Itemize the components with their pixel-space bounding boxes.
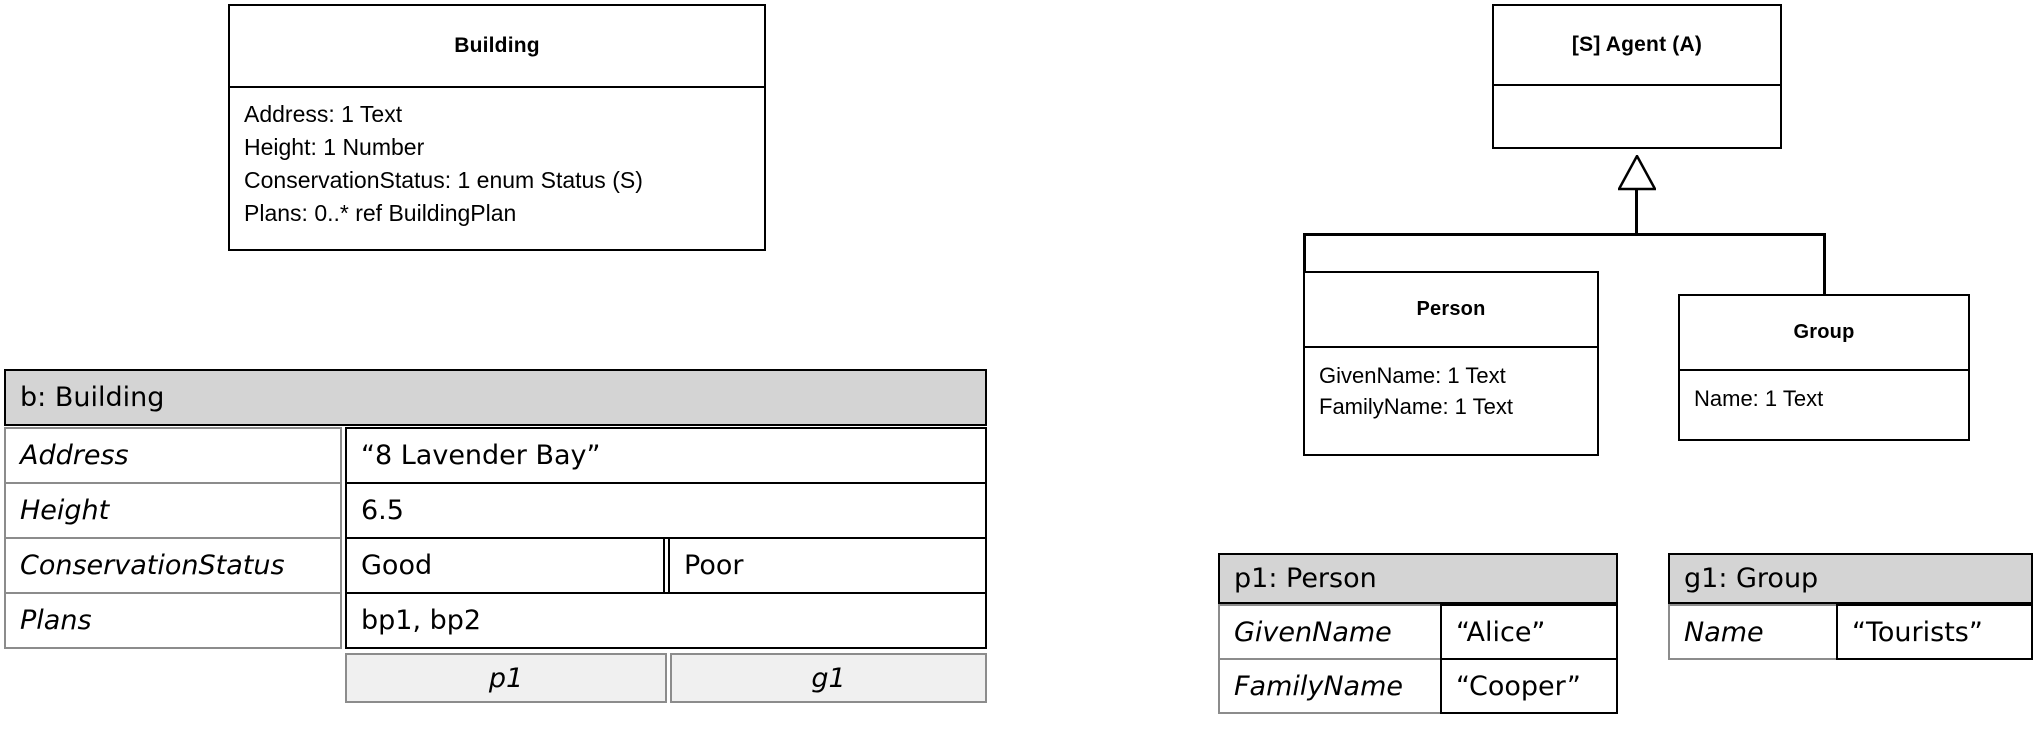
class-name-group: Group [1793,321,1855,343]
attribute-line: Plans: 0..* ref BuildingPlan [244,200,517,226]
object-key-givenname: GivenName [1218,604,1442,660]
class-box-agent[interactable]: [S] Agent (A) [1492,4,1782,149]
generalization-triangle-icon [1616,153,1658,191]
object-table-building[interactable]: b: Building Address “8 Lavender Bay” Hei… [4,369,987,703]
class-name-person: Person [1416,298,1486,320]
class-box-building[interactable]: Building Address: 1 Text Height: 1 Numbe… [228,4,766,251]
class-attributes-person: GivenName: 1 Text FamilyName: 1 Text [1305,348,1597,432]
class-attributes-agent [1494,86,1780,148]
class-box-group[interactable]: Group Name: 1 Text [1678,294,1970,441]
object-value-conservationstatus-poor[interactable]: Poor [668,537,987,594]
object-link-p1[interactable]: p1 [345,653,667,703]
object-table-person[interactable]: p1: Person GivenName “Alice” FamilyName … [1218,553,1618,714]
links-row-spacer [4,653,345,703]
object-value-plans[interactable]: bp1, bp2 [345,592,987,649]
object-key-familyname: FamilyName [1218,658,1442,714]
table-row[interactable]: GivenName “Alice” [1218,604,1618,660]
table-row[interactable]: Name “Tourists” [1668,604,2033,660]
class-attributes-building: Address: 1 Text Height: 1 Number Conserv… [230,88,764,240]
object-value-givenname[interactable]: “Alice” [1440,604,1618,660]
object-title-person: p1: Person [1218,553,1618,604]
table-row[interactable]: ConservationStatus Good Poor [4,537,987,594]
table-row[interactable]: Address “8 Lavender Bay” [4,427,987,484]
class-name-building: Building [454,34,540,57]
object-value-conservationstatus-good[interactable]: Good [345,537,665,594]
attribute-line: GivenName: 1 Text [1319,363,1506,388]
object-title-group: g1: Group [1668,553,2033,604]
object-value-height[interactable]: 6.5 [345,482,987,539]
class-separator-agent [1494,84,1780,86]
object-title-building: b: Building [4,369,987,426]
attribute-line: Address: 1 Text [244,101,403,127]
class-separator-person [1305,346,1597,348]
object-key-conservationstatus: ConservationStatus [4,537,342,594]
generalization-vertical-line [1635,190,1638,235]
object-table-group[interactable]: g1: Group Name “Tourists” [1668,553,2033,660]
class-separator-building [230,86,764,88]
object-key-address: Address [4,427,342,484]
object-key-name: Name [1668,604,1838,660]
attribute-line: Name: 1 Text [1694,386,1824,411]
object-links-row[interactable]: p1 g1 [4,653,987,703]
generalization-drop-person [1303,233,1306,272]
class-name-agent: [S] Agent (A) [1571,33,1703,56]
object-value-name[interactable]: “Tourists” [1836,604,2033,660]
object-key-height: Height [4,482,342,539]
object-value-familyname[interactable]: “Cooper” [1440,658,1618,714]
class-attributes-group: Name: 1 Text [1680,371,1968,424]
generalization-drop-group [1823,233,1826,294]
table-row[interactable]: Height 6.5 [4,482,987,539]
generalization-horizontal-bus [1303,233,1826,236]
object-key-plans: Plans [4,592,342,649]
class-separator-group [1680,369,1968,371]
table-row[interactable]: FamilyName “Cooper” [1218,658,1618,714]
attribute-line: Height: 1 Number [244,134,425,160]
object-value-address[interactable]: “8 Lavender Bay” [345,427,987,484]
object-link-g1[interactable]: g1 [670,653,987,703]
attribute-line: FamilyName: 1 Text [1319,394,1513,419]
class-box-person[interactable]: Person GivenName: 1 Text FamilyName: 1 T… [1303,271,1599,456]
attribute-line: ConservationStatus: 1 enum Status (S) [244,167,643,193]
table-row[interactable]: Plans bp1, bp2 [4,592,987,649]
